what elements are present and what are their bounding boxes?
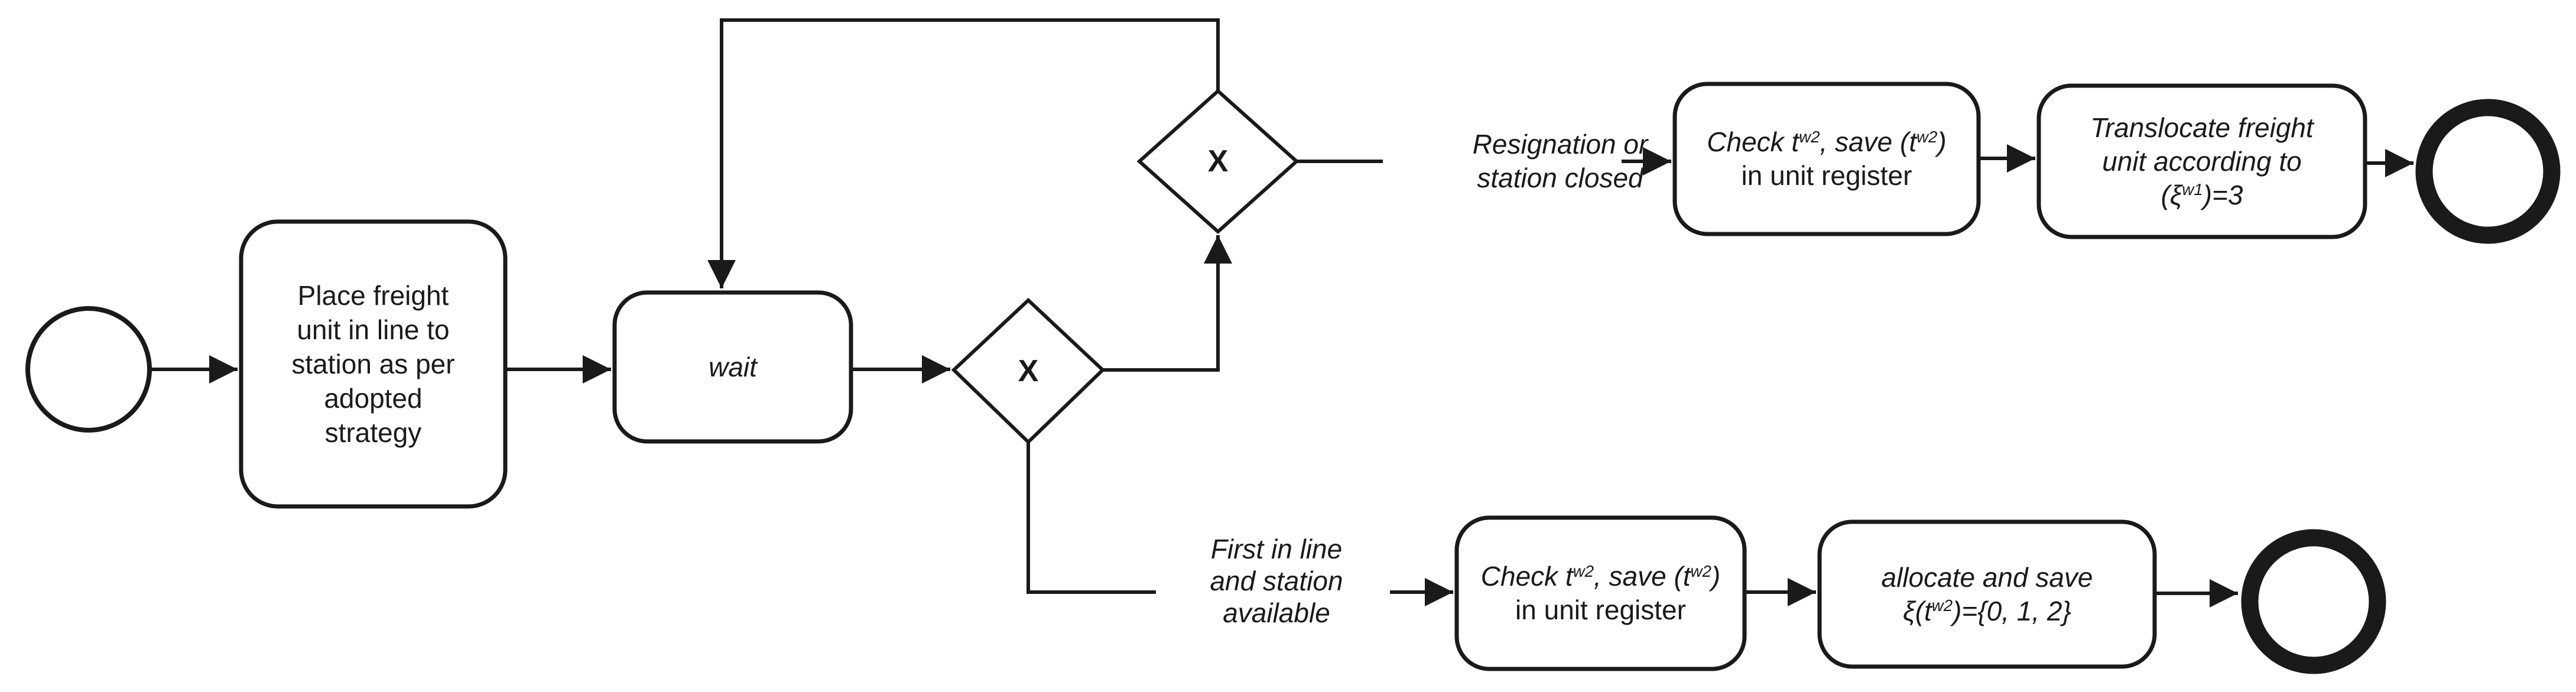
flow-loop-gateway2-to-wait: [707, 18, 1220, 288]
task-translocate-label: Translocate freight unit according to (ξ…: [2039, 86, 2365, 237]
check-top-line2: in unit register: [1741, 160, 1912, 191]
task-check-register-top-label: Check tw2, save (tw2) in unit register: [1675, 84, 1979, 234]
start-event-circle: [25, 306, 152, 433]
check-top-line1: Check tw2, save (tw2): [1707, 126, 1947, 157]
check-bottom-line2: in unit register: [1515, 594, 1686, 625]
allocate-line2: ξ(tw2)={0, 1, 2}: [1903, 595, 2071, 626]
task-place-freight-label: Place freight unit in line to station as…: [291, 280, 455, 448]
translocate-line3: (ξw1)=3: [2161, 179, 2243, 210]
gateway-1-x-label: X: [1018, 354, 1039, 388]
end-event-bottom-circle: [2241, 529, 2386, 674]
task-wait-label: wait: [709, 352, 757, 382]
edge-label-first-in-line: First in line and station available: [1210, 533, 1343, 628]
task-place-freight-box: [239, 219, 508, 509]
edge-label-resignation: Resignation or station closed: [1472, 129, 1648, 193]
flow-gateway1-to-gateway2: [1103, 235, 1232, 372]
task-check-register-bottom-label: Check tw2, save (tw2) in unit register: [1457, 518, 1745, 669]
task-allocate-label: allocate and save ξ(tw2)={0, 1, 2}: [1820, 522, 2155, 667]
flow-gateway1-down-stub: [1026, 442, 1156, 594]
check-bottom-line1: Check tw2, save (tw2): [1480, 561, 1721, 592]
gateway-2-x-label: X: [1207, 144, 1229, 178]
task-wait-box: [612, 290, 853, 444]
gateway-exclusive-2: [1136, 88, 1300, 235]
end-event-top-circle: [2415, 99, 2561, 244]
